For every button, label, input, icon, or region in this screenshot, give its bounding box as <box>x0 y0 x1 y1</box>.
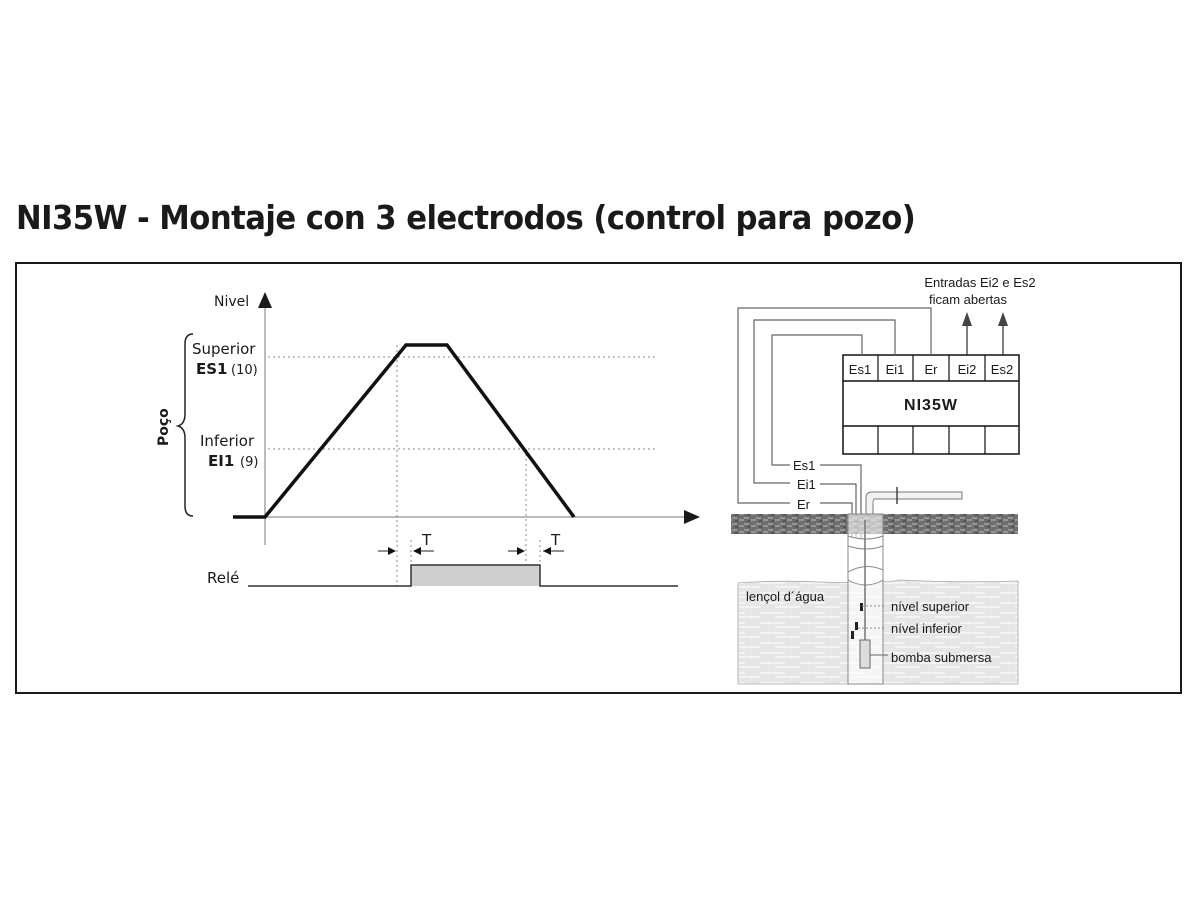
electrode-label-ei1: Ei1 <box>797 477 816 492</box>
page-title: NI35W - Montaje con 3 electrodos (contro… <box>16 198 916 237</box>
relay-on-area <box>411 565 540 586</box>
submersible-pump <box>859 639 871 669</box>
open-inputs-note-line1: Entradas Ei2 e Es2 <box>924 275 1035 290</box>
arrow-up-icon <box>998 312 1008 326</box>
wire-es1 <box>771 334 863 466</box>
lower-level-code: EI1 <box>208 452 234 470</box>
delay-label: T <box>550 531 561 549</box>
upper-level-code: ES1 <box>196 360 228 378</box>
electrode-label-es1: Es1 <box>793 458 815 473</box>
well-bracket <box>175 333 194 517</box>
terminal-er: Er <box>925 362 939 377</box>
discharge-pipe <box>865 491 963 520</box>
level-chart: Nivel Poço Superior ES1 (10) Inferior EI… <box>156 292 700 588</box>
ni35w-device: Es1 Ei1 Er Ei2 Es2 NI35W <box>842 354 1020 455</box>
open-inputs-note-line2: ficam abertas <box>929 292 1008 307</box>
relay-label: Relé <box>207 569 239 587</box>
y-axis-arrow-icon <box>258 292 272 308</box>
x-axis-arrow-icon <box>684 510 700 524</box>
wire-er <box>737 307 932 504</box>
water-table-label: lençol d´água <box>746 589 825 604</box>
reference-electrode <box>851 631 854 639</box>
delay-marker-off: T <box>508 531 564 555</box>
lower-electrode <box>855 622 858 630</box>
terminal-es1: Es1 <box>849 362 871 377</box>
device-name: NI35W <box>904 397 958 414</box>
delay-label: T <box>421 531 432 549</box>
relay-trace <box>248 564 678 587</box>
diagram-frame <box>15 262 1182 694</box>
terminal-es2: Es2 <box>991 362 1013 377</box>
level-trace <box>233 343 576 519</box>
well-label: Poço <box>156 408 172 446</box>
electrode-label-er: Er <box>797 497 811 512</box>
wire-ei1 <box>753 319 896 484</box>
upper-electrode <box>860 603 863 611</box>
lower-level-name: Inferior <box>200 432 255 450</box>
terminal-ei1: Ei1 <box>886 362 905 377</box>
upper-level-terminal: (10) <box>231 363 258 378</box>
arrow-up-icon <box>962 312 972 326</box>
y-axis-label: Nivel <box>214 294 249 310</box>
pump-label: bomba submersa <box>891 650 992 665</box>
wiring-diagram: Entradas Ei2 e Es2 ficam abertas Es1 Ei1… <box>731 275 1036 685</box>
terminal-ei2: Ei2 <box>958 362 977 377</box>
lower-level-terminal: (9) <box>240 455 258 470</box>
delay-marker-on: T <box>378 531 434 555</box>
upper-level-label: nível superior <box>891 599 970 614</box>
lower-level-label: nível inferior <box>891 621 962 636</box>
upper-level-name: Superior <box>192 340 256 358</box>
